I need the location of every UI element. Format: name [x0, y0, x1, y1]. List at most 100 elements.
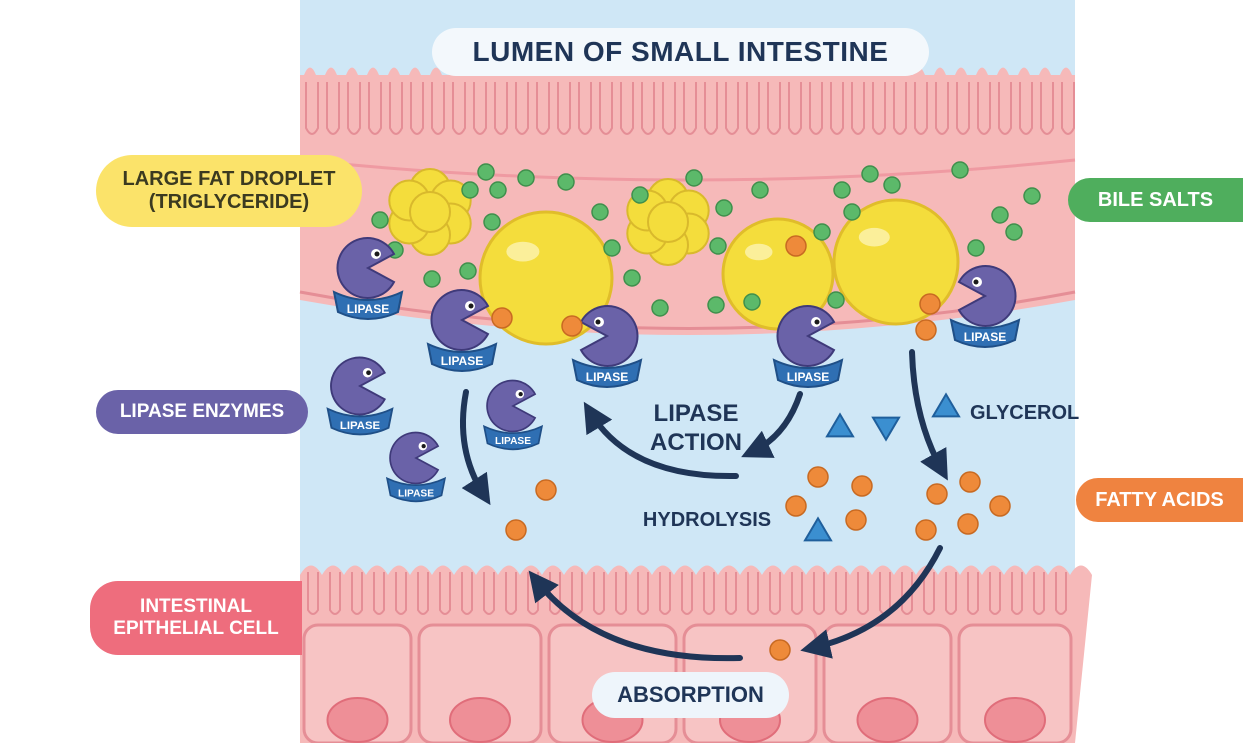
microvillus — [725, 572, 737, 615]
lipase-tag — [426, 342, 498, 372]
label-bile-salts: BILE SALTS — [1068, 178, 1243, 222]
lipase-tag — [385, 476, 447, 503]
villus — [410, 82, 424, 135]
lipase-enzyme: LIPASE — [571, 305, 643, 388]
fatty-acid — [915, 319, 937, 341]
villus — [851, 82, 865, 135]
villus — [914, 82, 928, 135]
microvillus — [857, 572, 869, 615]
microvillus — [1011, 572, 1023, 615]
fatty-acid — [769, 639, 791, 661]
villus — [326, 82, 340, 135]
villus — [998, 82, 1012, 135]
label-lipase-action: LIPASE ACTION — [650, 400, 742, 456]
lipase-tag — [571, 358, 643, 388]
label-absorption: ABSORPTION — [592, 672, 789, 718]
lipase-pupil — [518, 391, 523, 397]
villus — [368, 82, 382, 135]
bile-salt — [833, 181, 851, 199]
villus — [704, 82, 718, 135]
villus — [1061, 82, 1075, 135]
microvillus — [329, 572, 341, 615]
bile-salt — [843, 203, 861, 221]
lipase-pupil — [814, 319, 820, 325]
villus — [935, 82, 949, 135]
bile-salt — [883, 176, 901, 194]
bile-salt — [483, 213, 501, 231]
villus — [347, 82, 361, 135]
arrow-absorption-into-cell — [528, 570, 743, 662]
fatty-acid — [926, 483, 948, 505]
lipase-tag — [772, 358, 844, 388]
fatty-acid — [851, 475, 873, 497]
fatty-acid — [505, 519, 527, 541]
label-lipase-enzymes: LIPASE ENZYMES — [96, 390, 308, 434]
cell-nucleus — [326, 697, 389, 743]
microvillus — [923, 572, 935, 615]
bile-salt — [623, 269, 641, 287]
bile-salt — [827, 291, 845, 309]
bile-salt — [461, 181, 479, 199]
villus — [536, 82, 550, 135]
microvillus — [549, 572, 561, 615]
bile-salt — [423, 270, 441, 288]
fatty-acid — [919, 293, 941, 315]
villus — [578, 82, 592, 135]
bile-salt — [591, 203, 609, 221]
bile-salt — [459, 262, 477, 280]
villus — [452, 82, 466, 135]
bile-salt — [1005, 223, 1023, 241]
villus — [473, 82, 487, 135]
fatty-acid — [915, 519, 937, 541]
bile-salt — [715, 199, 733, 217]
droplet-highlight — [745, 243, 773, 261]
cell-nucleus — [984, 697, 1046, 743]
arrow-to-absorption — [800, 545, 943, 659]
lipase-tag-text: LIPASE — [586, 370, 628, 384]
lipase-pupil — [421, 443, 426, 449]
droplet-highlight — [506, 241, 540, 262]
microvillus — [901, 572, 913, 615]
microvillus — [989, 572, 1001, 615]
microvillus — [417, 572, 429, 615]
villus — [956, 82, 970, 135]
lipase-enzyme: LIPASE — [949, 265, 1021, 348]
fat-droplet-cluster — [409, 191, 451, 233]
glycerol-molecule — [871, 416, 901, 442]
microvillus — [813, 572, 825, 615]
fatty-acid — [959, 471, 981, 493]
microvillus — [571, 572, 583, 615]
microvillus — [461, 572, 473, 615]
lipase-enzyme: LIPASE — [426, 289, 498, 372]
lipase-tag-text: LIPASE — [787, 370, 829, 384]
microvillus — [637, 572, 649, 615]
microvillus — [307, 572, 319, 615]
microvillus — [747, 572, 759, 615]
lipase-tag — [326, 407, 394, 436]
bile-salt — [371, 211, 389, 229]
lipase-tag — [482, 424, 544, 451]
bile-salt — [517, 169, 535, 187]
villus — [305, 82, 319, 135]
lipase-tag — [332, 290, 404, 320]
villus — [893, 82, 907, 135]
bile-salt — [951, 161, 969, 179]
bile-salt — [707, 296, 725, 314]
microvillus — [1033, 572, 1045, 615]
villus — [1019, 82, 1033, 135]
lipase-tag-text: LIPASE — [964, 330, 1006, 344]
microvillus — [945, 572, 957, 615]
glycerol-molecule — [825, 412, 855, 438]
cell-nucleus — [856, 697, 919, 743]
arrow-enzyme-to-hydrolysis — [459, 389, 491, 506]
microvillus — [593, 572, 605, 615]
label-hydrolysis: HYDROLYSIS — [642, 509, 772, 531]
glycerol-molecule — [803, 516, 833, 542]
microvillus — [373, 572, 385, 615]
microvillus — [967, 572, 979, 615]
label-glycerol: GLYCEROL — [970, 402, 1080, 424]
microvillus — [439, 572, 451, 615]
lipase-pupil — [595, 319, 601, 325]
fatty-acid — [491, 307, 513, 329]
